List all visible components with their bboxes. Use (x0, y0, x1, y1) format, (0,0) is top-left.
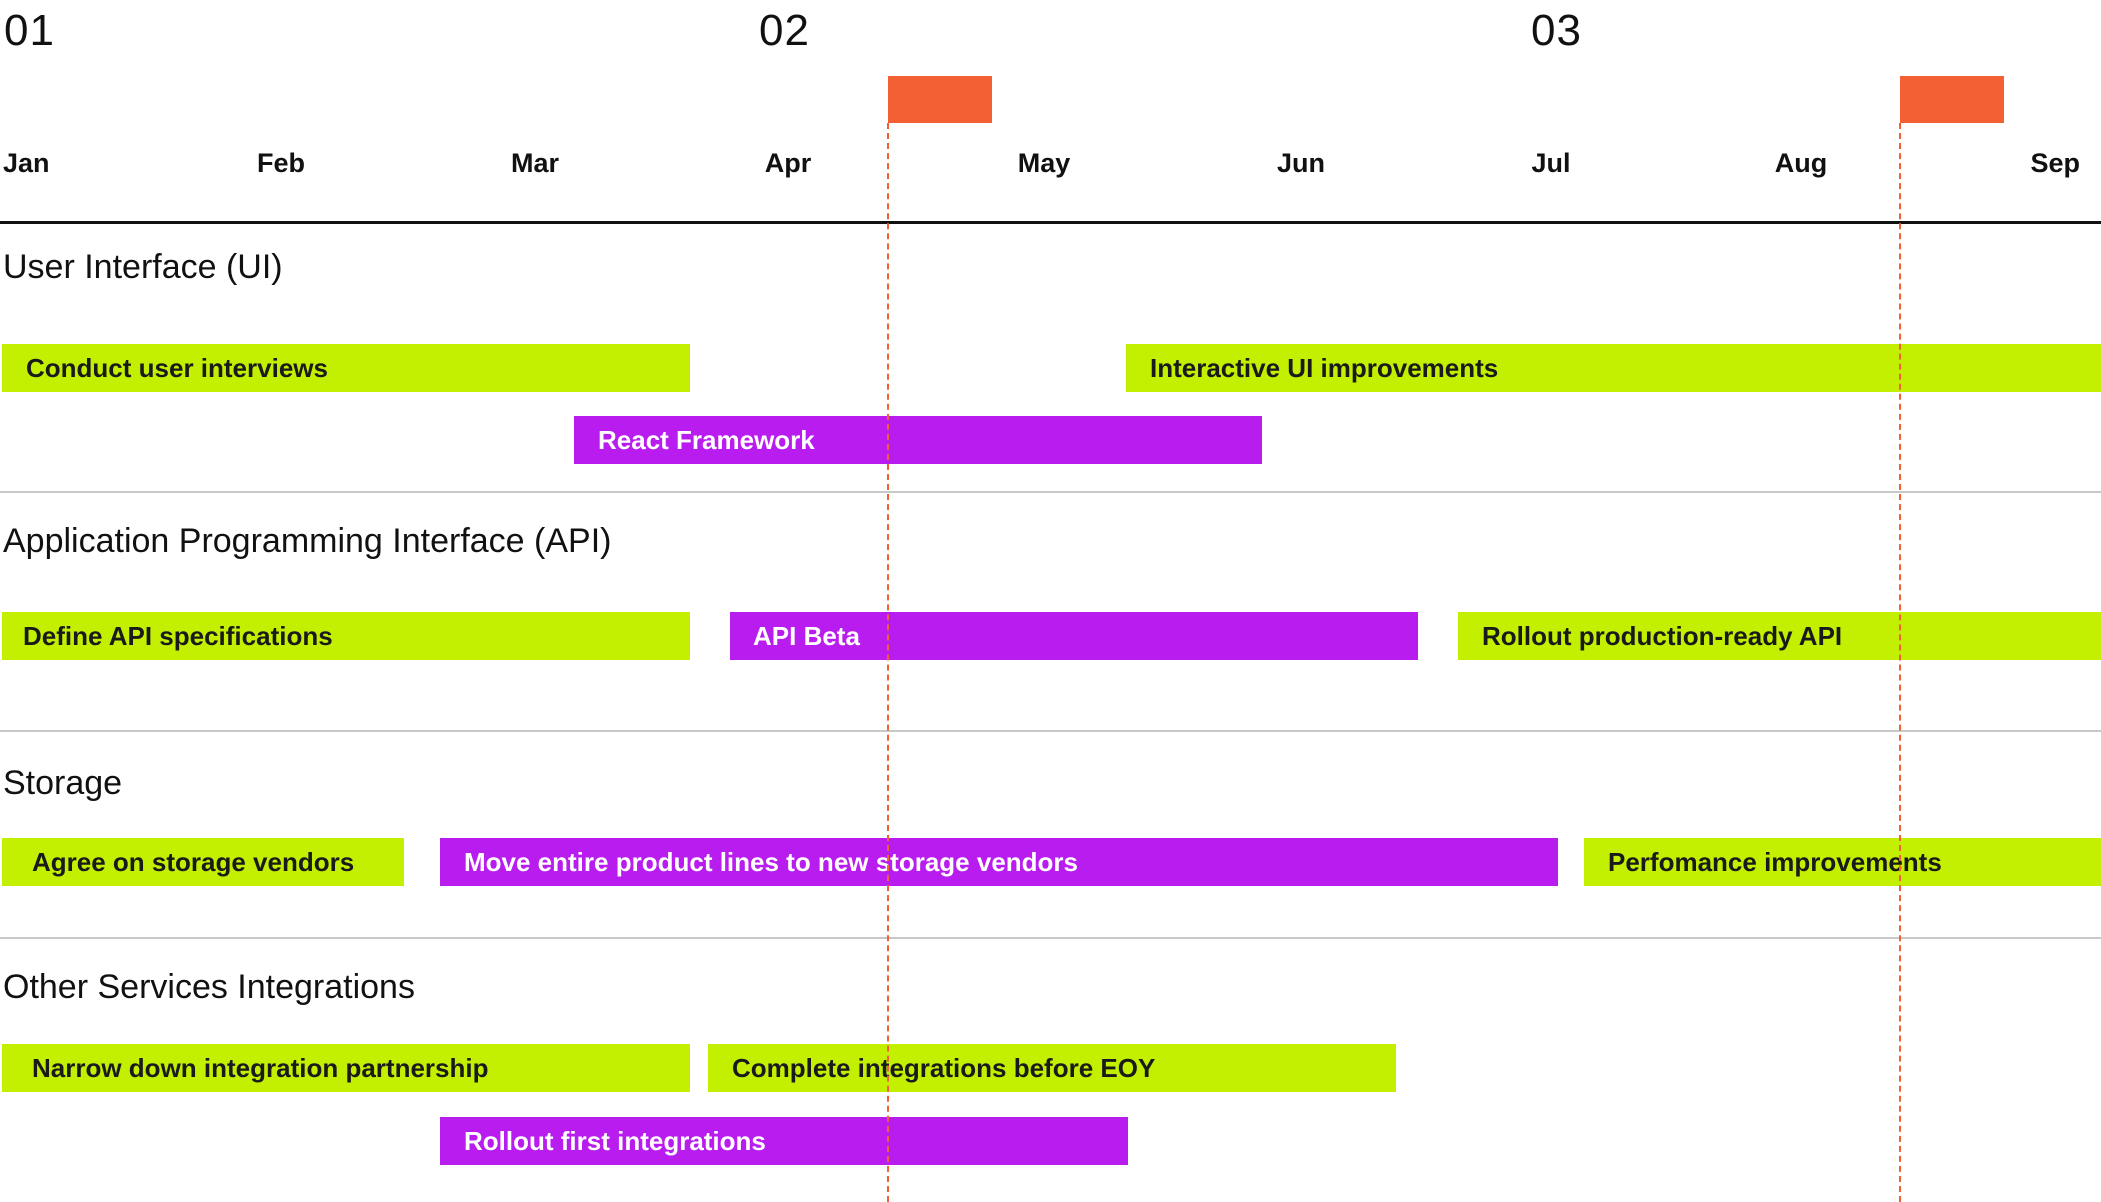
month-label-mar: Mar (510, 148, 560, 178)
month-label-apr: Apr (764, 148, 812, 178)
section-title-storage: Storage (3, 764, 123, 802)
task-bar: React Framework (574, 416, 1262, 464)
month-label-jul: Jul (1531, 148, 1571, 178)
section-title-api: Application Programming Interface (API) (3, 522, 612, 560)
task-bar: Rollout production-ready API (1458, 612, 2101, 660)
section-divider (0, 937, 2101, 939)
task-bar: API Beta (730, 612, 1418, 660)
month-label-aug: Aug (1774, 148, 1828, 178)
section-divider (0, 730, 2101, 732)
section-divider (0, 491, 2101, 493)
task-bar: Perfomance improvements (1584, 838, 2101, 886)
task-bar: Complete integrations before EOY (708, 1044, 1396, 1092)
month-label-feb: Feb (256, 148, 306, 178)
task-bar: Agree on storage vendors (2, 838, 404, 886)
milestone-line-2 (1899, 123, 1901, 1202)
task-bar: Define API specifications (2, 612, 690, 660)
task-bar: Interactive UI improvements (1126, 344, 2101, 392)
section-title-ui: User Interface (UI) (3, 248, 283, 286)
month-label-jun: Jun (1276, 148, 1326, 178)
milestone-line-1 (887, 123, 889, 1202)
month-label-jan: Jan (3, 148, 50, 178)
quarter-label-3: 03 (1531, 6, 1582, 55)
task-bar: Conduct user interviews (2, 344, 690, 392)
month-label-sep: Sep (2030, 148, 2080, 178)
task-bar: Rollout first integrations (440, 1117, 1128, 1165)
quarter-label-1: 01 (4, 6, 55, 55)
month-label-may: May (1017, 148, 1071, 178)
quarter-label-2: 02 (759, 6, 810, 55)
milestone-marker-2 (1900, 76, 2004, 123)
milestone-marker-1 (888, 76, 992, 123)
section-title-integrations: Other Services Integrations (3, 968, 415, 1006)
timeline-axis (0, 221, 2101, 224)
task-bar: Narrow down integration partnership (2, 1044, 690, 1092)
task-bar: Move entire product lines to new storage… (440, 838, 1558, 886)
